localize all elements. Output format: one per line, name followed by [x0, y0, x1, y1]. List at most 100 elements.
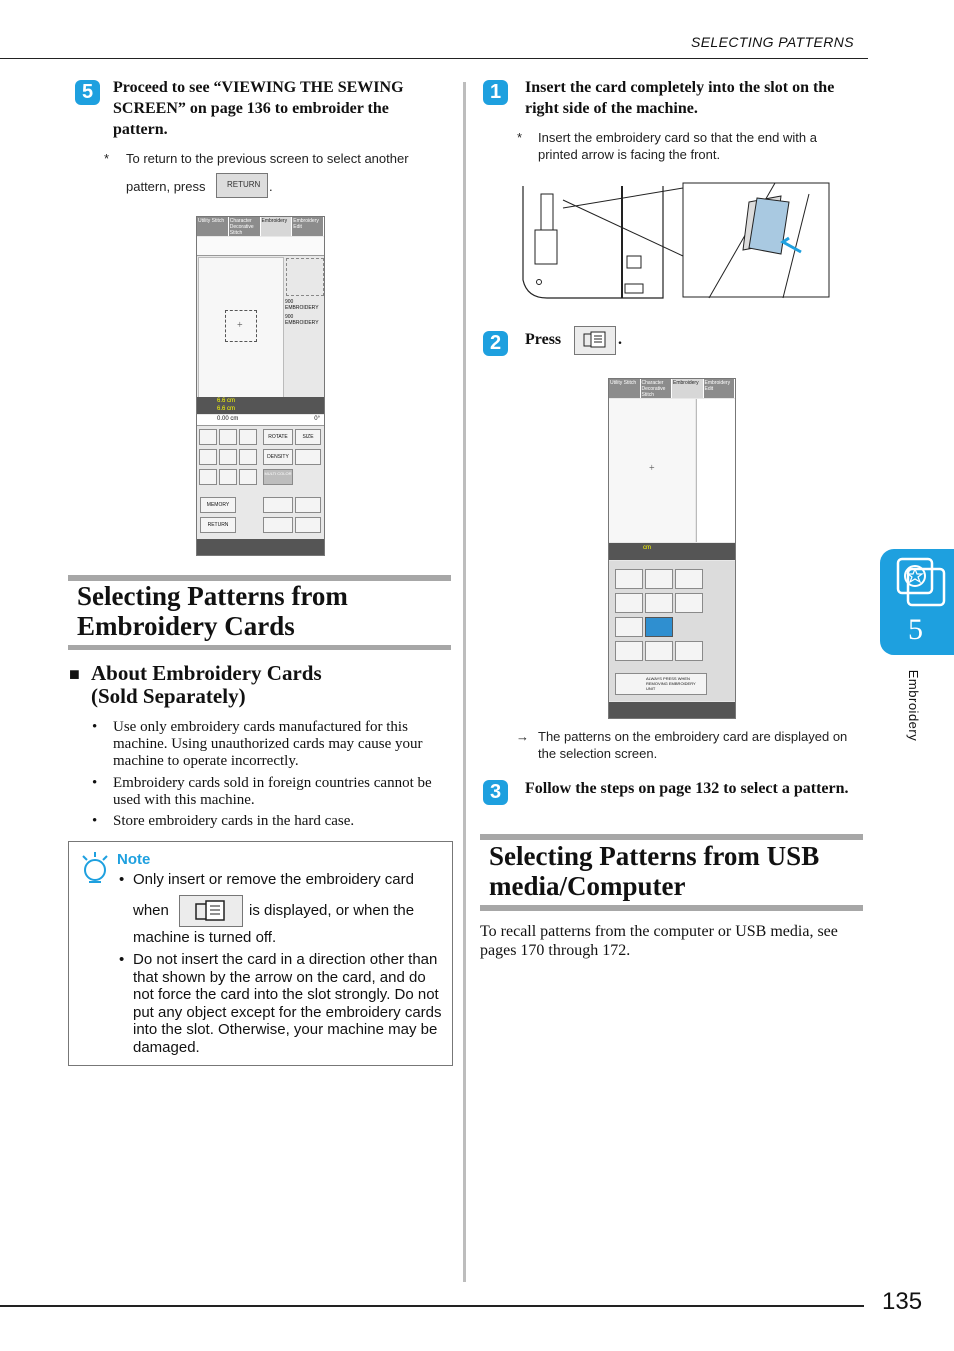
- section-2-body: To recall patterns from the computer or …: [480, 923, 838, 959]
- section-1-title-line2: Embroidery Cards: [77, 611, 295, 641]
- thread-list: [696, 399, 735, 542]
- trim-button: [263, 497, 293, 513]
- chapter-label: Embroidery: [906, 669, 922, 742]
- remove-unit-text: ALWAYS PRESS WHEN REMOVING EMBROIDERY UN…: [646, 676, 696, 691]
- rotate-button: ROTATE: [263, 429, 293, 445]
- note-bullet-dot-2: •: [119, 951, 125, 968]
- tab-utility: Utility Stitch: [197, 217, 229, 236]
- info-strip: [197, 237, 324, 256]
- bullet-dot-1: •: [92, 719, 98, 735]
- layout-button: [263, 517, 293, 533]
- card-reader-icon: [583, 331, 606, 348]
- section-2-title-line2: media/Computer: [489, 871, 686, 901]
- note-b1-part1: Only insert or remove the embroidery car…: [133, 871, 414, 888]
- pc-category-button: [675, 641, 703, 661]
- bullet-dot-2: •: [92, 775, 98, 791]
- result-arrow: →: [516, 729, 529, 744]
- mirror-button: [295, 449, 321, 465]
- step-1-badge: 1: [483, 80, 508, 105]
- size-width: 6.6 cm: [217, 398, 236, 404]
- usb-category-button: [645, 641, 673, 661]
- section-1-bottom-bar: [68, 645, 451, 650]
- card-reader-icon: [195, 900, 225, 921]
- note-box: Note • Only insert or remove the embroid…: [68, 841, 453, 1066]
- thread-1: 900 EMBROIDERY: [285, 299, 319, 311]
- return-label: RETURN: [227, 180, 261, 189]
- size-button: SIZE: [295, 429, 321, 445]
- step-2-end: .: [618, 331, 622, 348]
- sub-heading-line2: (Sold Separately): [91, 684, 246, 708]
- note-lightbulb-icon: [82, 852, 108, 883]
- step-5-note-line1: To return to the previous screen to sele…: [126, 151, 409, 166]
- footer-rule: [0, 1305, 864, 1307]
- card-category-button-selected: [645, 617, 673, 637]
- bullet-1: Use only embroidery cards manufactured f…: [113, 719, 423, 769]
- tab-character: Character Decorative Stitch: [228, 217, 261, 236]
- font-category-button: [675, 593, 703, 613]
- section-1-top-bar: [68, 575, 451, 581]
- step-5-note-end: .: [269, 179, 273, 194]
- preview-area: +: [609, 399, 695, 542]
- density-button: DENSITY: [263, 449, 293, 465]
- sewing-screen-illustration: Utility Stitch Character Decorative Stit…: [196, 216, 325, 556]
- bullet-3: Store embroidery cards in the hard case.: [113, 813, 355, 829]
- note-title: Note: [117, 851, 151, 868]
- screen-tabs: Utility Stitch Character Decorative Stit…: [197, 217, 324, 236]
- coordinate-value: 0.00 cm: [217, 416, 239, 422]
- chapter-label-wrap: Embroidery: [900, 668, 930, 748]
- chapter-tab: 5: [880, 549, 954, 655]
- sub-heading-marker: ■: [69, 664, 80, 684]
- remove-unit-notice: ALWAYS PRESS WHEN REMOVING EMBROIDERY UN…: [615, 673, 707, 695]
- card-insertion-illustration: [522, 182, 830, 299]
- pattern-preview: [286, 258, 324, 296]
- tab-character: Character Decorative Stitch: [640, 379, 672, 398]
- step-1-text: Insert the card completely into the slot…: [525, 79, 835, 117]
- size-bar: 6.6 cm 6.6 cm: [197, 397, 324, 414]
- floral-category-button: [675, 569, 703, 589]
- bullet-dot-3: •: [92, 813, 98, 829]
- step-1-star: *: [517, 130, 523, 145]
- sub-heading-line1: About Embroidery Cards: [91, 661, 322, 685]
- screen-bottom-bar: [609, 702, 735, 718]
- center-plus-icon: +: [649, 463, 655, 474]
- tab-utility: Utility Stitch: [609, 379, 641, 398]
- note-b2: Do not insert the card in a direction ot…: [133, 951, 442, 1056]
- return-button-screen: RETURN: [200, 517, 236, 533]
- memory-category-button: [615, 641, 643, 661]
- tab-embroidery-edit: Embroidery Edit: [703, 379, 735, 398]
- step-2-badge: 2: [483, 331, 508, 356]
- animal-category-button: [615, 569, 643, 589]
- pattern-frame: [225, 310, 257, 342]
- section-2-top-bar: [480, 834, 863, 840]
- screen-bottom-bar: [197, 539, 324, 555]
- coordinate-unit: cm: [643, 545, 651, 551]
- return-button-image: RETURN: [216, 173, 268, 198]
- arrow-keys: [199, 429, 259, 489]
- bullet-2: Embroidery cards sold in foreign countri…: [113, 775, 432, 808]
- page-number: 135: [882, 1288, 923, 1315]
- category-grid: ALWAYS PRESS WHEN REMOVING EMBROIDERY UN…: [609, 561, 735, 701]
- memory-button: MEMORY: [200, 497, 236, 513]
- craft-category-button: [615, 593, 643, 613]
- note-b1-when: when: [133, 902, 169, 919]
- note-b1-part3: machine is turned off.: [133, 929, 277, 946]
- step-3-badge: 3: [483, 780, 508, 805]
- header-rule: [0, 58, 868, 59]
- selection-screen-illustration: Utility Stitch Character Decorative Stit…: [608, 378, 736, 719]
- note-b1-part2: is displayed, or when the: [249, 902, 415, 919]
- embroidery-chapter-icon: [896, 557, 946, 607]
- trial-button: [295, 517, 321, 533]
- coordinate-strip: 0.00 cm 0°: [197, 415, 324, 426]
- alphabet-category-button: [645, 593, 673, 613]
- multi-color-button: MULTI COLOR: [263, 469, 293, 485]
- pattern-category-button: [645, 569, 673, 589]
- size-height: 6.6 cm: [217, 406, 236, 412]
- chapter-number: 5: [908, 613, 923, 646]
- step-2-text: Press: [525, 331, 562, 348]
- step-1-note: Insert the embroidery card so that the e…: [538, 130, 817, 162]
- tab-embroidery: Embroidery: [672, 379, 704, 398]
- tab-embroidery: Embroidery: [260, 217, 293, 236]
- embroidery-card-button-image: [179, 895, 243, 927]
- step-3-text: Follow the steps on page 132 to select a…: [525, 780, 849, 797]
- section-1-title-line1: Selecting Patterns from: [77, 581, 348, 611]
